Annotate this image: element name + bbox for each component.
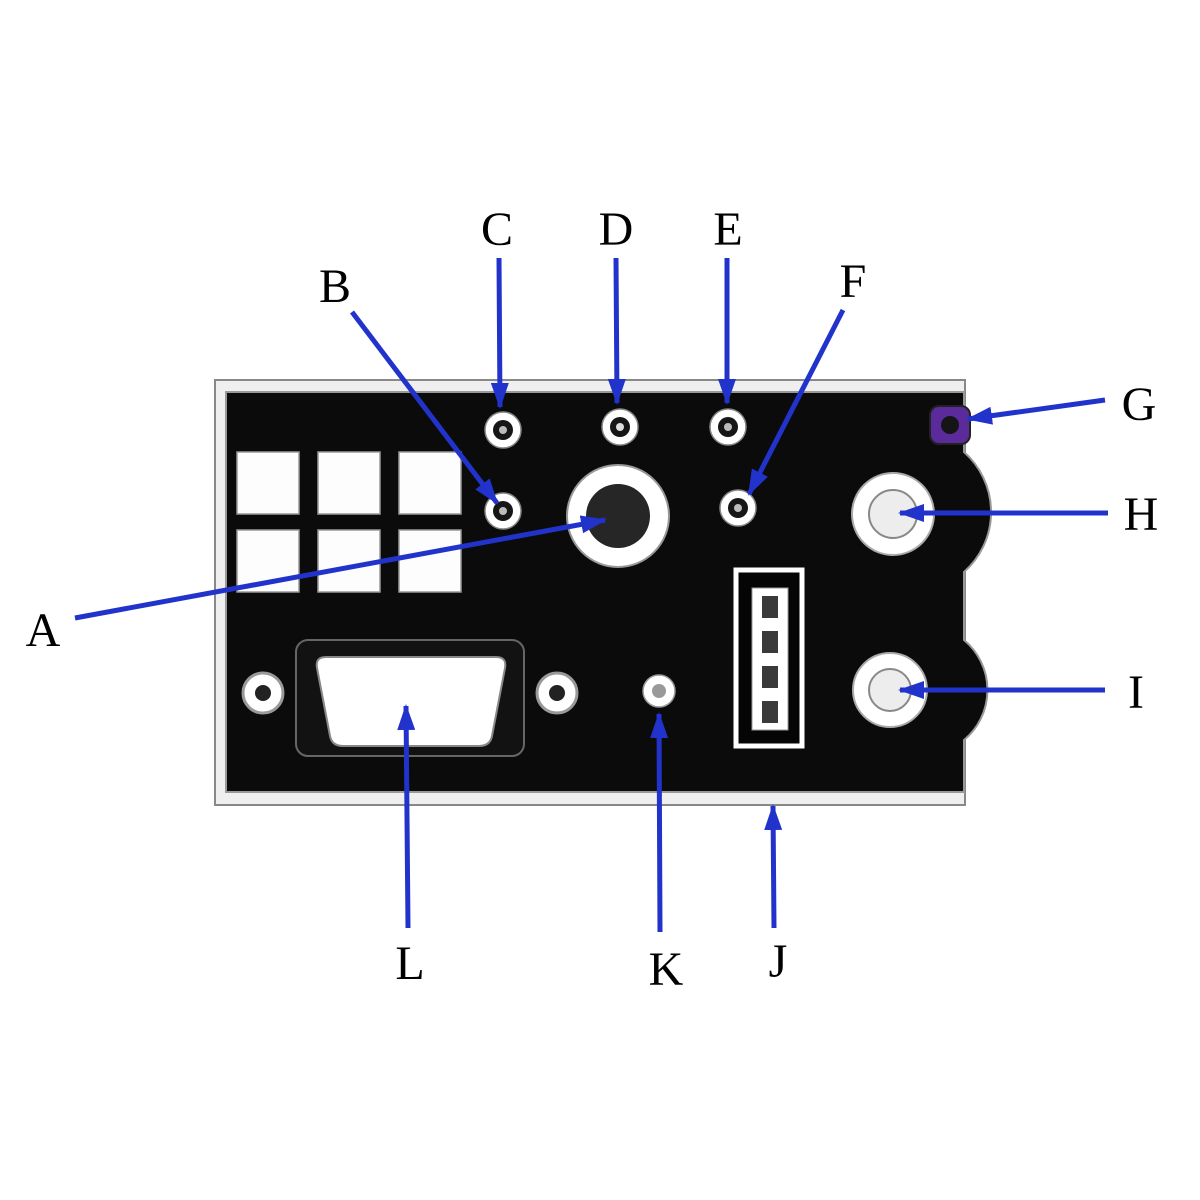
jack-hole [652,684,666,698]
jack-c [484,411,522,449]
usb-port [733,567,805,749]
arrow-f [746,308,846,496]
jack-pin [499,507,507,515]
callout-letter-d: D [599,203,634,256]
usb-contact [762,701,778,723]
screw-standoff-right [535,671,579,715]
jack-pin [616,423,624,431]
jack-f [719,489,757,527]
ps2-hole [941,416,959,434]
jack-k [642,674,676,708]
arrow-b [350,310,499,505]
usb-contact [762,666,778,688]
callout-letter-g: G [1122,378,1157,431]
round-connector-i [852,652,928,728]
vent-square [236,451,300,515]
arrow-c [490,257,509,409]
arrow-g [966,397,1106,425]
screw-hole [255,685,271,701]
usb-contact [762,596,778,618]
jack-pin [724,423,732,431]
callout-letter-e: E [713,203,742,256]
screw-standoff-left [241,671,285,715]
screw-hole [549,685,565,701]
callout-letter-a: A [26,604,61,657]
center-round-connector [566,464,670,568]
callout-letter-f: F [840,255,867,308]
vent-square [398,529,462,593]
jack-d [601,408,639,446]
ps2-port-purple [929,405,971,445]
arrow-a [74,515,607,621]
vga-port [241,639,579,757]
vent-square [317,451,381,515]
callout-letter-k: K [649,943,684,996]
round-connector-h [851,472,935,556]
callout-letter-j: J [769,935,788,988]
arrow-l [397,704,416,929]
jack-pin [499,426,507,434]
vga-dsub-shell [315,656,507,747]
arrow-d [607,257,626,405]
arrow-j [764,804,783,929]
callout-arrows [74,257,1108,933]
callout-letter-c: C [481,203,513,256]
callout-letter-h: H [1124,488,1159,541]
arrow-k [650,712,669,933]
callout-letter-b: B [319,260,351,313]
usb-contact [762,631,778,653]
jack-e [709,408,747,446]
jack-pin [734,504,742,512]
callout-letter-i: I [1128,666,1144,719]
connector-hole [586,484,650,548]
callout-letters: A B C D E F G H I J K L [26,203,1159,996]
vent-square [398,451,462,515]
callout-letter-l: L [395,937,424,990]
